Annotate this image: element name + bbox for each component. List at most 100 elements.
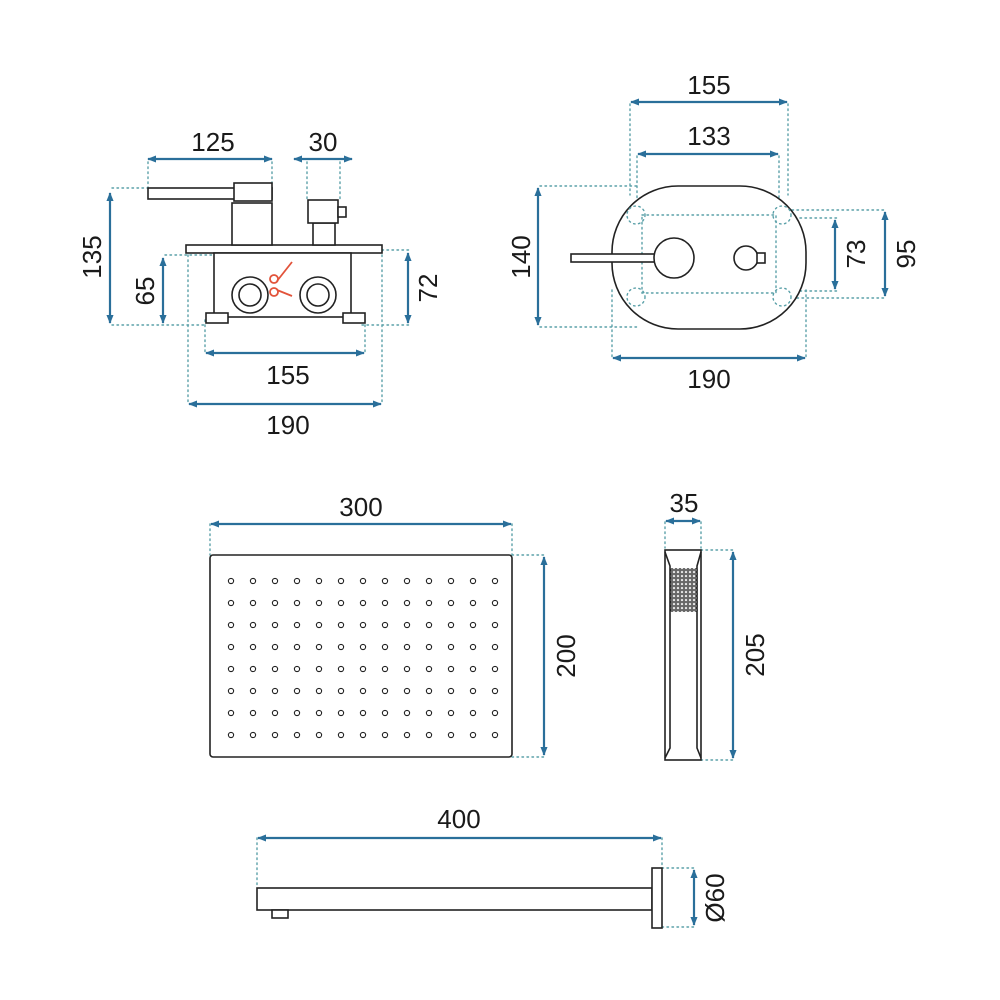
- nozzle-hole: [249, 599, 257, 607]
- nozzle-hole: [271, 665, 279, 673]
- nozzle-hole: [674, 604, 678, 608]
- nozzle-hole: [678, 588, 682, 592]
- nozzle-hole: [491, 731, 499, 739]
- nozzle-hole: [674, 568, 678, 572]
- shower-head-nozzles: [227, 577, 499, 739]
- nozzle-hole: [381, 643, 389, 651]
- nozzle-hole: [337, 731, 345, 739]
- nozzle-hole: [381, 665, 389, 673]
- nozzle-hole: [682, 584, 686, 588]
- nozzle-hole: [359, 599, 367, 607]
- nozzle-hole: [381, 577, 389, 585]
- nozzle-hole: [359, 643, 367, 651]
- lever-handle-circle: [653, 237, 695, 279]
- nozzle-hole: [674, 596, 678, 600]
- nozzle-hole: [690, 572, 694, 576]
- nozzle-hole: [447, 643, 455, 651]
- nozzle-hole: [682, 572, 686, 576]
- nozzle-hole: [694, 588, 698, 592]
- nozzle-hole: [674, 588, 678, 592]
- nozzle-hole: [690, 604, 694, 608]
- dim-label-plate-height: 140: [506, 235, 536, 278]
- nozzle-hole: [491, 643, 499, 651]
- nozzle-hole: [271, 731, 279, 739]
- nozzle-hole: [249, 577, 257, 585]
- nozzle-hole: [690, 576, 694, 580]
- cover-plate: [570, 185, 807, 330]
- nozzle-hole: [337, 709, 345, 717]
- side-view-dimension-lines: [106, 155, 412, 408]
- nozzle-hole: [678, 568, 682, 572]
- nozzle-hole: [315, 687, 323, 695]
- nozzle-hole: [359, 731, 367, 739]
- nozzle-hole: [293, 665, 301, 673]
- nozzle-hole: [670, 588, 674, 592]
- nozzle-hole: [447, 599, 455, 607]
- dim-label-total-width: 190: [266, 410, 309, 440]
- nozzle-hole: [491, 687, 499, 695]
- nozzle-hole: [381, 599, 389, 607]
- nozzle-hole: [690, 580, 694, 584]
- nozzle-hole: [337, 577, 345, 585]
- nozzle-hole: [670, 572, 674, 576]
- nozzle-hole: [469, 709, 477, 717]
- dim-label-total-height: 135: [77, 235, 107, 278]
- shower-head-plate: [209, 554, 513, 758]
- nozzle-hole: [491, 599, 499, 607]
- nozzle-hole: [403, 731, 411, 739]
- nozzle-hole: [674, 592, 678, 596]
- nozzle-hole: [670, 604, 674, 608]
- nozzle-hole: [227, 643, 235, 651]
- nozzle-hole: [678, 604, 682, 608]
- mixer-front-view: 155 133 140 73 95 190: [506, 70, 921, 394]
- nozzle-hole: [670, 596, 674, 600]
- nozzle-hole: [249, 621, 257, 629]
- arm-outlet: [271, 909, 289, 919]
- nozzle-hole: [686, 572, 690, 576]
- nozzle-hole: [674, 576, 678, 580]
- nozzle-hole: [403, 643, 411, 651]
- nozzle-hole: [359, 709, 367, 717]
- nozzle-hole: [293, 731, 301, 739]
- nozzle-hole: [491, 577, 499, 585]
- nozzle-hole: [293, 599, 301, 607]
- nozzle-hole: [447, 731, 455, 739]
- nozzle-hole: [425, 643, 433, 651]
- nozzle-hole: [678, 596, 682, 600]
- nozzle-hole: [447, 709, 455, 717]
- nozzle-hole: [337, 643, 345, 651]
- nozzle-hole: [293, 621, 301, 629]
- nozzle-hole: [227, 621, 235, 629]
- nozzle-hole: [425, 709, 433, 717]
- nozzle-hole: [249, 643, 257, 651]
- nozzle-hole: [674, 572, 678, 576]
- nozzle-hole: [447, 665, 455, 673]
- nozzle-hole: [674, 608, 678, 612]
- nozzle-hole: [337, 687, 345, 695]
- nozzle-hole: [686, 600, 690, 604]
- nozzle-hole: [359, 665, 367, 673]
- dim-label-box-height: 65: [130, 277, 160, 306]
- nozzle-hole: [271, 709, 279, 717]
- nozzle-hole: [686, 596, 690, 600]
- shower-arm-extension-lines: [256, 837, 697, 928]
- nozzle-hole: [469, 621, 477, 629]
- nozzle-hole: [491, 709, 499, 717]
- nozzle-hole: [403, 621, 411, 629]
- nozzle-hole: [293, 577, 301, 585]
- nozzle-hole: [674, 584, 678, 588]
- hand-shower-extension-lines: [664, 521, 736, 761]
- nozzle-hole: [271, 577, 279, 585]
- nozzle-hole: [670, 576, 674, 580]
- nozzle-hole: [686, 608, 690, 612]
- arm-tube: [256, 887, 653, 911]
- nozzle-hole: [293, 643, 301, 651]
- nozzle-hole: [686, 604, 690, 608]
- dim-label-lever-length: 125: [191, 127, 234, 157]
- nozzle-hole: [227, 709, 235, 717]
- nozzle-hole: [682, 576, 686, 580]
- nozzle-hole: [315, 599, 323, 607]
- outlet-port-left: [231, 276, 269, 314]
- nozzle-hole: [381, 731, 389, 739]
- nozzle-hole: [293, 687, 301, 695]
